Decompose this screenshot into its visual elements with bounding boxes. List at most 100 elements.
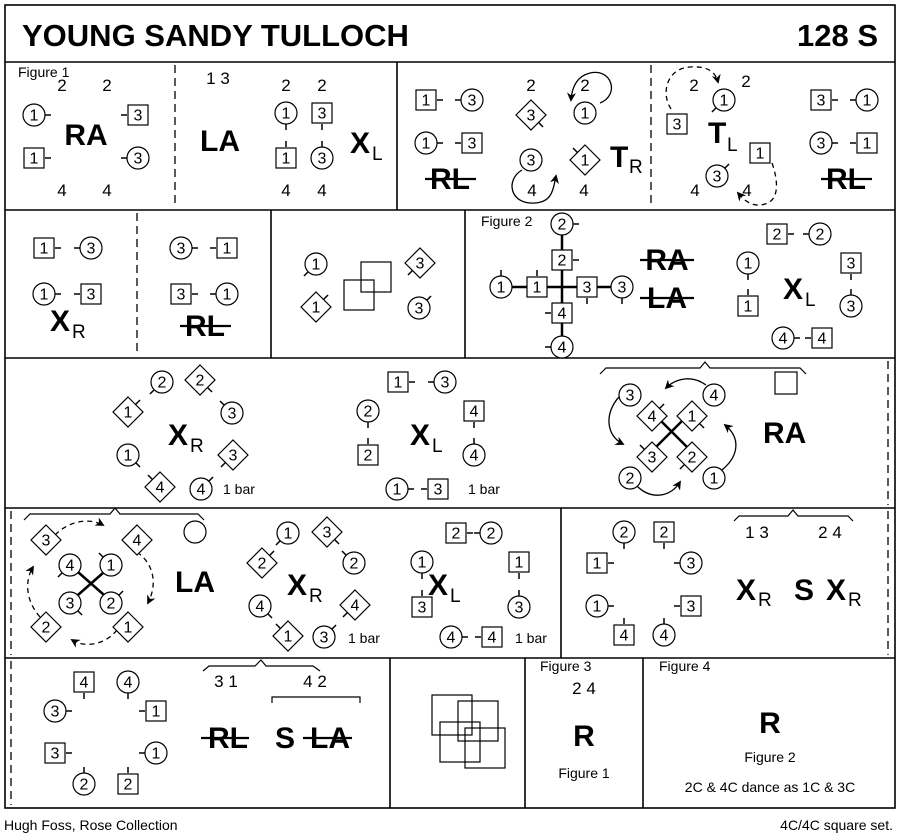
woman-dancer-icon: 2	[99, 590, 124, 615]
dancer-number: 3	[817, 136, 826, 153]
dancer-number: 1	[515, 555, 524, 572]
man-dancer-icon: 3	[515, 99, 547, 131]
move-label: T	[708, 117, 726, 150]
woman-dancer-icon: 1	[116, 443, 141, 468]
facing-tick	[149, 389, 155, 395]
dancer-number: 4	[133, 533, 142, 550]
man-dancer-icon: 3	[455, 132, 483, 154]
dashed-arrow-icon	[70, 629, 118, 648]
move-subscript: L	[372, 144, 383, 165]
arrow-icon	[664, 378, 707, 390]
man-dancer-icon: 1	[112, 396, 144, 428]
position-label: 4	[527, 181, 536, 200]
dancer-number: 1	[124, 405, 133, 422]
dancer-number: 1	[282, 106, 291, 123]
facing-tick	[208, 476, 214, 482]
brace	[733, 509, 854, 522]
position-label: 4	[690, 181, 699, 200]
woman-dancer-icon: 1	[414, 131, 443, 155]
credit-text: Hugh Foss, Rose Collection	[4, 817, 178, 833]
facing-tick	[699, 423, 705, 429]
man-dancer-icon: 2	[30, 611, 62, 643]
woman-dancer-icon: 1	[98, 552, 123, 577]
dancer-number: 3	[515, 600, 524, 617]
dancer-number: 4	[66, 558, 75, 575]
woman-dancer-icon: 1	[410, 550, 434, 579]
dancer-number: 3	[42, 533, 51, 550]
dancer-number: 1	[223, 241, 232, 258]
man-dancer-icon: 3	[74, 283, 102, 305]
figure-label: Figure 1	[18, 64, 70, 80]
dancer-number: 4	[620, 628, 629, 645]
brace	[202, 659, 321, 672]
position-label: 2	[526, 76, 535, 95]
move-subscript: L	[727, 135, 738, 156]
move-label: RA	[64, 119, 107, 152]
move-label: X	[287, 569, 307, 602]
dancer-number: 1	[282, 151, 291, 168]
move-subscript: R	[190, 436, 204, 457]
woman-dancer-icon: 3	[618, 383, 642, 407]
figure-label: Figure 2	[481, 213, 533, 229]
dancer-number: 4	[558, 340, 567, 357]
facing-tick	[572, 147, 578, 153]
move-label: RA	[763, 417, 806, 450]
dancer-number: 2	[364, 448, 373, 465]
dancer-number: 1	[418, 555, 427, 572]
arrow-icon	[721, 423, 737, 471]
circle-outline-icon	[183, 520, 207, 544]
woman-dancer-icon: 4	[771, 326, 800, 350]
dancer-number: 1	[30, 108, 39, 125]
facing-tick	[342, 612, 348, 618]
dancer-number: 3	[527, 153, 536, 170]
woman-dancer-icon: 1	[489, 270, 513, 299]
man-dancer-icon: 3	[576, 276, 598, 304]
woman-dancer-icon: 4	[189, 476, 214, 501]
position-label: 4	[317, 181, 326, 200]
man-dancer-icon: 3	[666, 113, 688, 135]
man-dancer-icon: 1	[300, 291, 332, 323]
dancer-number: 2	[124, 777, 133, 794]
dancer-number: 1	[152, 704, 161, 721]
dancer-number: 3	[320, 630, 329, 647]
dancer-number: 3	[87, 241, 96, 258]
man-dancer-icon: 4	[475, 626, 503, 648]
dancer-number: 3	[177, 241, 186, 258]
bracket	[271, 696, 361, 703]
position-label: 2	[741, 72, 750, 91]
facing-tick	[220, 462, 226, 468]
woman-dancer-icon: 1	[303, 252, 328, 277]
woman-dancer-icon: 1	[385, 477, 414, 501]
move-label: LA	[200, 125, 240, 158]
dancer-number: 2	[558, 217, 567, 234]
note-label: Figure 1	[558, 765, 610, 781]
man-dancer-icon: 1	[112, 611, 144, 643]
woman-dancer-icon: 1	[274, 101, 298, 130]
move-subscript: R	[848, 590, 862, 611]
dashed-arrow-icon	[54, 517, 105, 536]
woman-dancer-icon: 4	[652, 618, 676, 647]
dancer-number: 3	[229, 448, 238, 465]
dancer-number: 2	[688, 450, 697, 467]
man-dancer-icon: 3	[674, 595, 702, 617]
group-label: 3 1	[214, 672, 238, 691]
woman-dancer-icon: 3	[705, 163, 730, 188]
facing-tick	[724, 163, 730, 169]
dancer-number: 2	[42, 620, 51, 637]
man-dancer-icon: 3	[404, 247, 436, 279]
square-outline-icon	[431, 694, 473, 736]
separator-label: S	[794, 574, 814, 607]
couples-label: 1 3	[206, 69, 230, 88]
facing-tick	[323, 294, 329, 300]
woman-dancer-icon: 1	[585, 594, 614, 618]
facing-tick	[303, 271, 309, 277]
woman-dancer-icon: 2	[72, 767, 96, 796]
dancer-number: 3	[648, 450, 657, 467]
dancer-number: 2	[80, 777, 89, 794]
woman-dancer-icon: 2	[149, 370, 174, 395]
man-dancer-icon: 4	[144, 471, 176, 503]
man-dancer-icon: 2	[184, 364, 216, 396]
woman-dancer-icon: 2	[356, 399, 380, 428]
woman-dancer-icon: 2	[803, 222, 832, 246]
